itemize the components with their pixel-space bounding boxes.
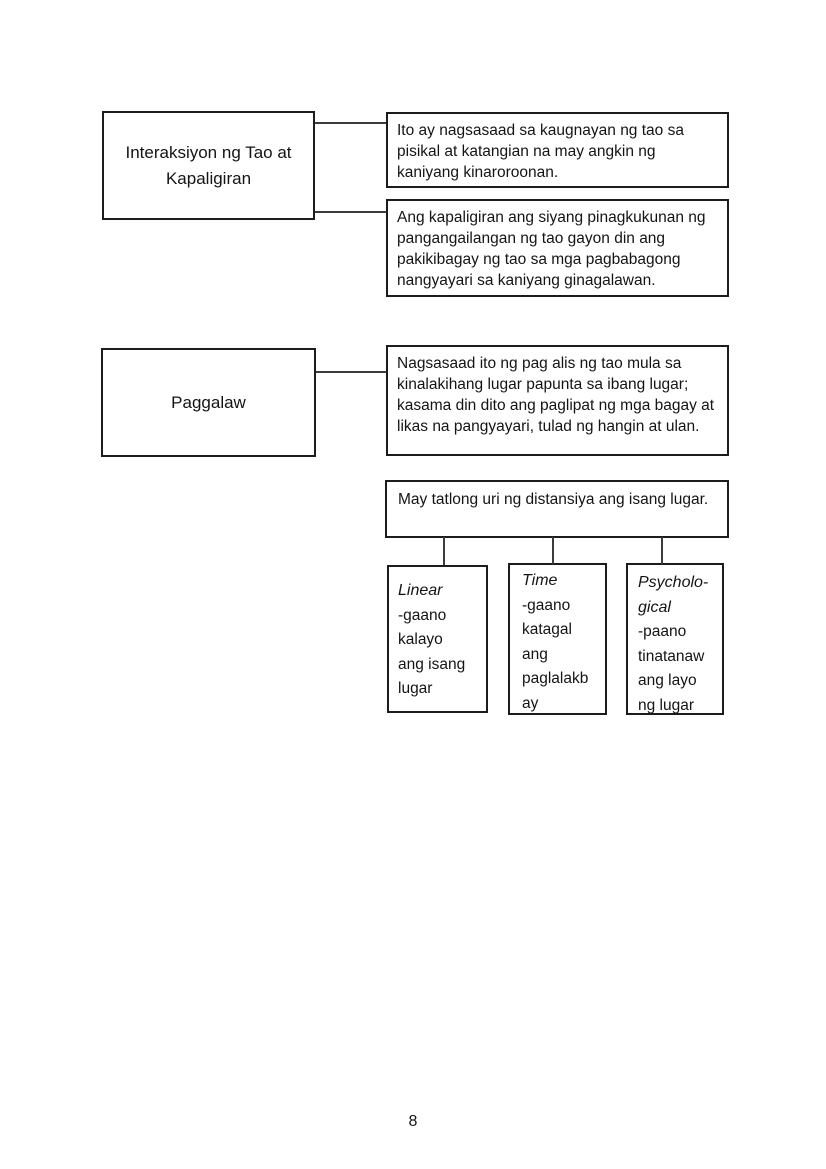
connector-interaksiyon-note2 xyxy=(315,211,386,213)
connector-distansiya-linear xyxy=(443,537,445,565)
leaf-title-linear: Linear xyxy=(398,582,443,599)
topic-title-paggalaw: Paggalaw xyxy=(171,392,246,412)
note-text-interaksiyon-1: Ito ay nagsasaad sa kaugnayan ng tao sa … xyxy=(397,122,684,181)
note-box-interaksiyon-2: Ang kapaligiran ang siyang pinagkukunan … xyxy=(386,199,729,297)
leaf-desc-linear: -gaano kalayo ang isang lugar xyxy=(398,606,466,698)
note-text-paggalaw-1: Nagsasaad ito ng pag alis ng tao mula sa… xyxy=(397,355,715,435)
note-text-distansiya: May tatlong uri ng distansiya ang isang … xyxy=(398,491,709,508)
topic-box-interaksiyon: Interaksiyon ng Tao at Kapaligiran xyxy=(102,111,315,220)
leaf-box-time: Time -gaano katagal ang paglalakb ay xyxy=(508,563,607,715)
leaf-title-psychological: Psycholo- gical xyxy=(638,574,709,616)
note-box-paggalaw-1: Nagsasaad ito ng pag alis ng tao mula sa… xyxy=(386,345,729,456)
leaf-box-linear: Linear -gaano kalayo ang isang lugar xyxy=(387,565,488,713)
topic-title-interaksiyon: Interaksiyon ng Tao at Kapaligiran xyxy=(125,142,292,188)
leaf-box-psychological: Psycholo- gical -paano tinatanaw ang lay… xyxy=(626,563,724,715)
connector-distansiya-psychological xyxy=(661,537,663,564)
note-box-distansiya: May tatlong uri ng distansiya ang isang … xyxy=(385,480,729,538)
leaf-title-time: Time xyxy=(522,572,558,589)
note-box-interaksiyon-1: Ito ay nagsasaad sa kaugnayan ng tao sa … xyxy=(386,112,729,188)
connector-distansiya-time xyxy=(552,537,554,564)
leaf-desc-time: -gaano katagal ang paglalakb ay xyxy=(522,596,589,712)
connector-paggalaw-note1 xyxy=(316,371,386,373)
connector-interaksiyon-note1 xyxy=(315,122,386,124)
topic-box-paggalaw: Paggalaw xyxy=(101,348,316,457)
page-number: 8 xyxy=(408,1113,418,1130)
note-text-interaksiyon-2: Ang kapaligiran ang siyang pinagkukunan … xyxy=(397,209,706,289)
leaf-desc-psychological: -paano tinatanaw ang layo ng lugar xyxy=(638,623,705,714)
